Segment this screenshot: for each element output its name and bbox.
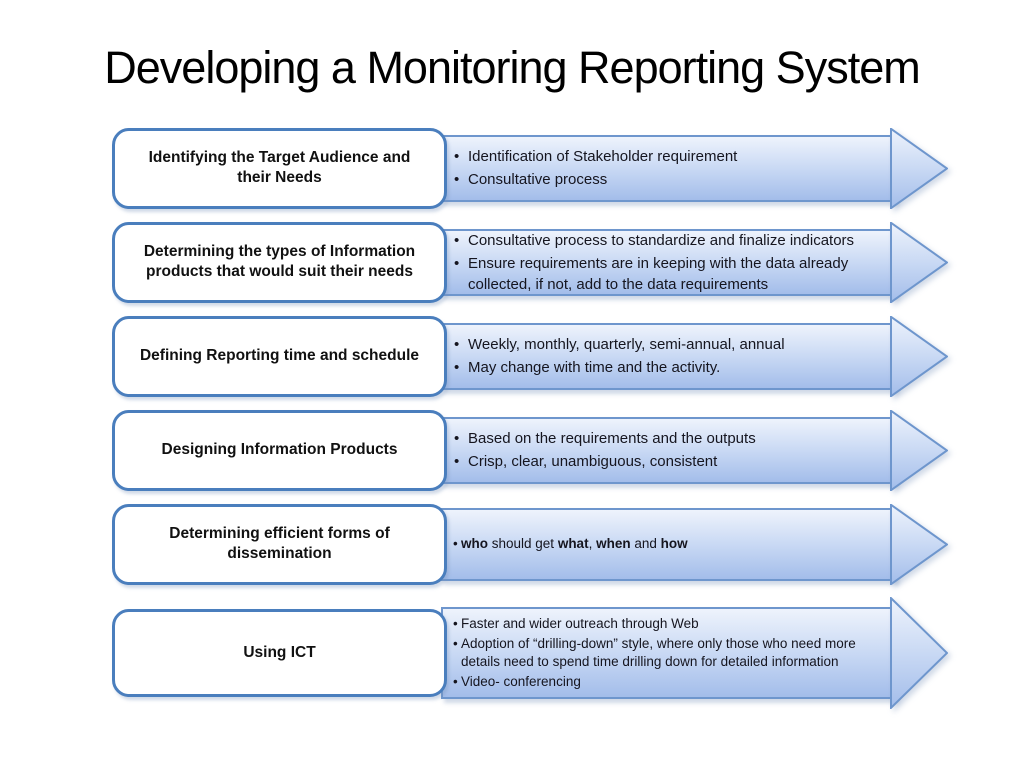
process-row: Defining Reporting time and schedule •We… (112, 315, 948, 397)
process-row: Using ICT •Faster and wider outreach thr… (112, 609, 948, 697)
arrow-bullet: •Consultative process to standardize and… (454, 231, 855, 249)
arrow-bullets: •who should get what, when and how (453, 504, 882, 585)
stage-arrow: •who should get what, when and how (441, 504, 948, 585)
stage-box: Designing Information Products (112, 409, 447, 491)
process-row: Identifying the Target Audience and thei… (112, 127, 948, 209)
bullet-dot: • (453, 635, 458, 651)
arrow-body (441, 134, 896, 202)
stage-box: Defining Reporting time and schedule (112, 315, 447, 397)
bullet-dot: • (453, 615, 458, 631)
arrow-bullet: •who should get what, when and how (453, 535, 882, 553)
bullet-dot: • (454, 359, 460, 377)
bullet-dot: • (454, 430, 460, 448)
arrow-body (441, 606, 896, 699)
arrow-bullet: •Consultative process (454, 171, 608, 189)
bullet-dot: • (453, 673, 458, 689)
arrow-head-icon (890, 597, 948, 709)
arrow-bullets: •Weekly, monthly, quarterly, semi-annual… (453, 316, 882, 397)
stage-arrow: •Identification of Stakeholder requireme… (441, 128, 948, 209)
arrow-bullets: •Faster and wider outreach through Web •A… (453, 597, 882, 709)
slide-title: Developing a Monitoring Reporting System (104, 42, 920, 93)
stage-arrow: •Weekly, monthly, quarterly, semi-annual… (441, 316, 948, 397)
stage-box: Identifying the Target Audience and thei… (112, 127, 447, 209)
arrow-bullets: •Identification of Stakeholder requireme… (453, 128, 882, 209)
bullet-dot: • (454, 231, 460, 249)
process-row: Designing Information Products •Based on… (112, 409, 948, 491)
bullet-dot: • (454, 148, 460, 166)
arrow-bullet: •Identification of Stakeholder requireme… (454, 148, 738, 166)
stage-box-label: Defining Reporting time and schedule (139, 347, 420, 365)
arrow-bullet: •Based on the requirements and the outpu… (454, 430, 756, 448)
arrow-bullets: •Consultative process to standardize and… (453, 222, 882, 303)
arrow-bullet: •Adoption of “drilling-down” style, wher… (453, 635, 856, 669)
arrow-bullet: •Ensure requirements are in keeping with… (454, 254, 849, 293)
arrow-body (441, 416, 896, 484)
bullet-dot: • (454, 254, 460, 272)
stage-box: Using ICT (112, 608, 447, 697)
stage-box-label: Determining the types of Information pro… (143, 243, 416, 281)
bullet-dot: • (454, 171, 460, 189)
stage-arrow: •Consultative process to standardize and… (441, 222, 948, 303)
arrow-bullet: •Video- conferencing (453, 673, 882, 691)
stage-box: Determining the types of Information pro… (112, 221, 447, 303)
arrow-bullet: •May change with time and the activity. (454, 359, 721, 377)
process-row: Determining efficient forms of dissemina… (112, 503, 948, 585)
arrow-head-icon (890, 504, 948, 585)
stage-box-label: Using ICT (243, 643, 316, 661)
arrow-bullet: •Weekly, monthly, quarterly, semi-annual… (454, 336, 785, 354)
stage-box-label: Determining efficient forms of dissemina… (169, 525, 390, 563)
arrow-head-icon (890, 410, 948, 491)
stage-arrow: •Based on the requirements and the outpu… (441, 410, 948, 491)
arrow-body (441, 322, 896, 390)
arrow-bullet: •Crisp, clear, unambiguous, consistent (454, 453, 718, 471)
arrow-bullet: •Faster and wider outreach through Web (453, 615, 882, 633)
arrow-body (441, 507, 896, 581)
arrow-head-icon (890, 128, 948, 209)
arrow-body (441, 228, 896, 296)
bullet-dot: • (453, 536, 458, 552)
stage-box: Determining efficient forms of dissemina… (112, 503, 447, 585)
arrow-head-icon (890, 222, 948, 303)
arrow-head-icon (890, 316, 948, 397)
process-row: Determining the types of Information pro… (112, 221, 948, 303)
bullet-dot: • (454, 336, 460, 354)
stage-box-label: Designing Information Products (161, 441, 398, 459)
arrow-bullets: •Based on the requirements and the outpu… (453, 410, 882, 491)
bullet-dot: • (454, 453, 460, 471)
stage-box-label: Identifying the Target Audience and thei… (148, 149, 411, 187)
process-rows: Identifying the Target Audience and thei… (112, 127, 948, 697)
stage-arrow: •Faster and wider outreach through Web •A… (441, 597, 948, 709)
